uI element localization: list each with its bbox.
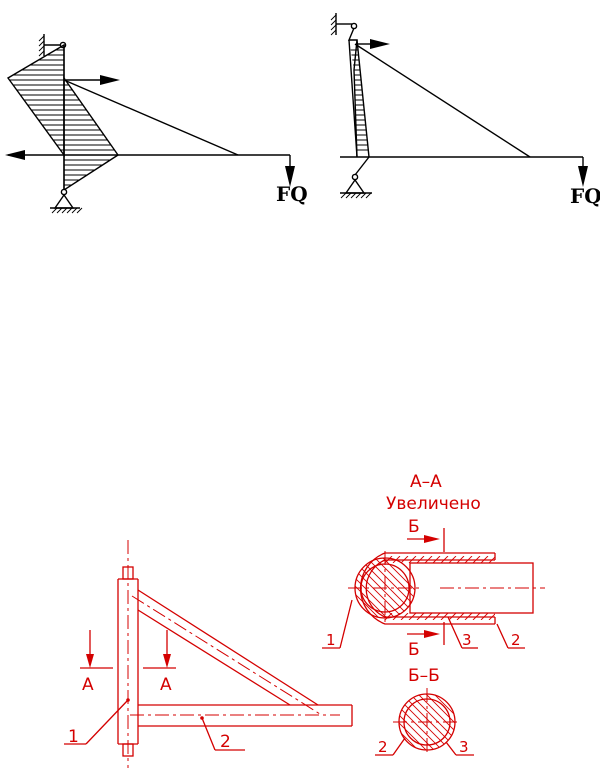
cut-label-b-bottom: Б	[408, 640, 420, 660]
leader-label-1-section: 1	[326, 631, 336, 649]
section-a-title: A–A	[410, 472, 442, 492]
arrow-right-icon	[100, 75, 120, 85]
cut-label-a-left: A	[82, 675, 94, 695]
leader-label-2: 2	[220, 732, 231, 752]
load-arrow-icon	[285, 166, 295, 187]
leader-label-2-section: 2	[511, 631, 521, 649]
cut-label-a-right: A	[160, 675, 172, 695]
pin-support-right	[344, 178, 366, 194]
pin-support	[53, 193, 75, 209]
moment-area-lower	[63, 75, 119, 192]
leader-label-3-section: 3	[462, 631, 472, 649]
truss-front-view: A A 1 2	[64, 540, 353, 768]
strut-right	[354, 43, 531, 158]
section-arrow-icon	[163, 654, 171, 668]
force-label-right: FQ	[570, 184, 600, 208]
section-arrow-icon	[86, 654, 94, 668]
moment-diagram-right: FQ	[330, 13, 600, 208]
load-arrow-icon	[578, 166, 588, 187]
section-arrow-icon	[424, 630, 440, 638]
moment-diagram-left: FQ	[5, 34, 308, 214]
section-b-b: Б–Б 2 3	[375, 666, 474, 756]
force-label-left: FQ	[276, 182, 308, 206]
section-a-a: A–A Увеличено Б Б	[322, 472, 545, 660]
leader-label-2-small: 2	[378, 738, 388, 756]
arrow-right-icon	[370, 39, 390, 49]
arrow-left-icon	[5, 150, 25, 160]
strut	[63, 79, 239, 156]
section-b-title: Б–Б	[408, 666, 440, 686]
section-arrow-icon	[424, 535, 440, 543]
leader-label-3-small: 3	[459, 738, 469, 756]
leader-label-1: 1	[68, 727, 79, 747]
cut-label-b-top: Б	[408, 517, 420, 537]
section-a-subtitle: Увеличено	[386, 494, 481, 514]
